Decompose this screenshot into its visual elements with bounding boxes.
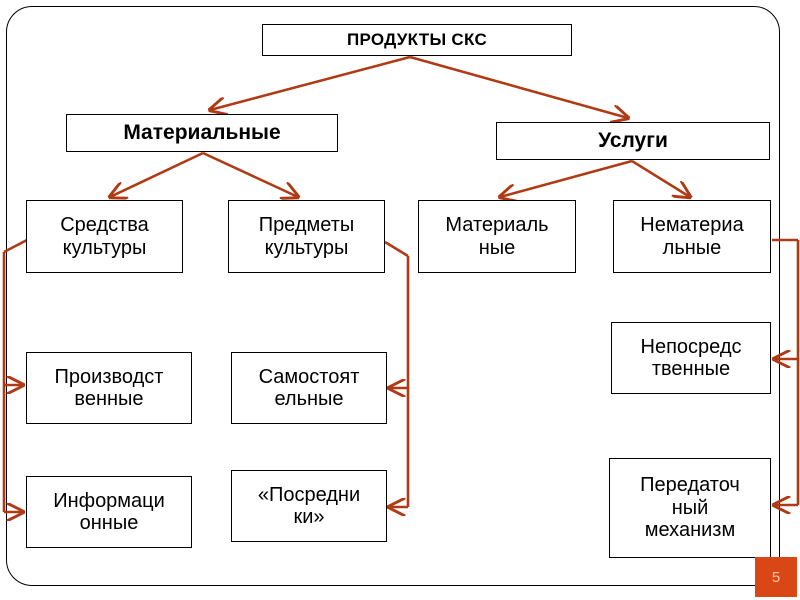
node-services[interactable]: Услуги bbox=[496, 122, 770, 160]
node-material[interactable]: Материальные bbox=[66, 114, 338, 152]
node-objects-of-culture[interactable]: Предметы культуры bbox=[228, 200, 385, 273]
page-number-badge: 5 bbox=[755, 557, 797, 597]
node-material-services[interactable]: Материаль ные bbox=[418, 200, 576, 273]
node-transmission-mechanism[interactable]: Передаточ ный механизм bbox=[609, 458, 771, 558]
node-nonmaterial-services[interactable]: Нематериа льные bbox=[613, 200, 771, 273]
node-production[interactable]: Производст венные bbox=[26, 352, 192, 424]
node-information[interactable]: Информаци онные bbox=[26, 476, 192, 548]
node-mediators[interactable]: «Посредни ки» bbox=[231, 470, 387, 542]
slide-frame-border bbox=[6, 6, 780, 586]
node-direct[interactable]: Непосредс твенные bbox=[611, 322, 771, 394]
node-independent[interactable]: Самостоят ельные bbox=[231, 352, 387, 424]
node-products-sks[interactable]: ПРОДУКТЫ СКС bbox=[262, 24, 572, 56]
node-means-of-culture[interactable]: Средства культуры bbox=[26, 200, 183, 273]
